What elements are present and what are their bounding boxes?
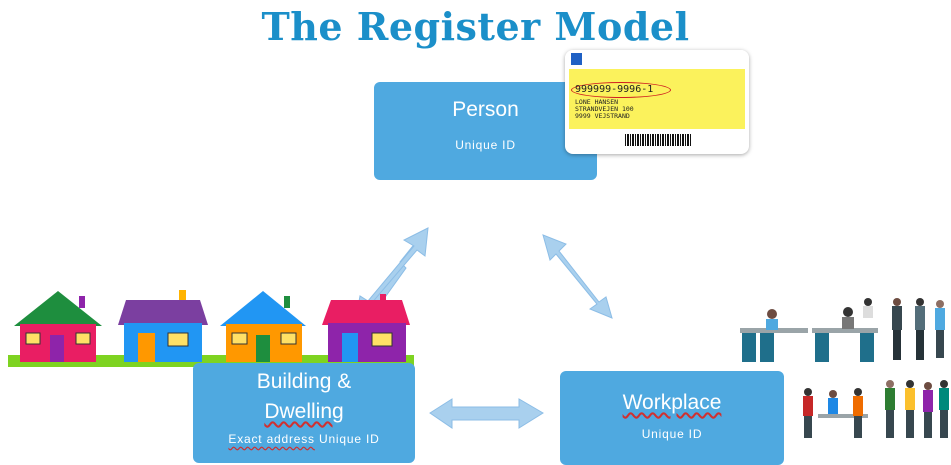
card-id-number: 999999-9996-1 [575,84,654,95]
building-dwelling-node: Building & Dwelling Exact address Unique… [193,363,415,463]
person-label: Person [452,98,519,121]
building-unique-id: Unique ID [314,432,380,446]
cpr-highlight-ring [571,82,671,98]
house-2 [118,290,208,362]
diagram-title: The Register Model [261,4,690,49]
person-node: Person Unique ID [374,82,597,180]
house-4 [322,294,410,362]
exact-address-label: Exact address [228,432,315,446]
workplace-label: Workplace [622,391,722,414]
arrow-person-workplace [542,234,613,319]
houses-illustration [8,290,414,367]
building-label-line1: Building & [256,370,352,393]
arrow-building-workplace [429,398,544,429]
office-people-illustration [740,298,949,438]
person-unique-id: Unique ID [455,138,516,152]
health-insurance-card: 999999-9996-1 LONE HANSEN STRANDVEJEN 10… [565,50,749,154]
barcode-icon [625,134,691,146]
workplace-node: Workplace Unique ID [560,371,784,465]
building-label-line2: Dwelling [264,400,344,423]
region-logo-icon [571,53,582,65]
house-3 [220,291,306,362]
house-1 [14,291,102,362]
workplace-unique-id: Unique ID [641,427,703,441]
card-holder-address: LONE HANSEN STRANDVEJEN 100 9999 VEJSTRA… [575,98,634,120]
